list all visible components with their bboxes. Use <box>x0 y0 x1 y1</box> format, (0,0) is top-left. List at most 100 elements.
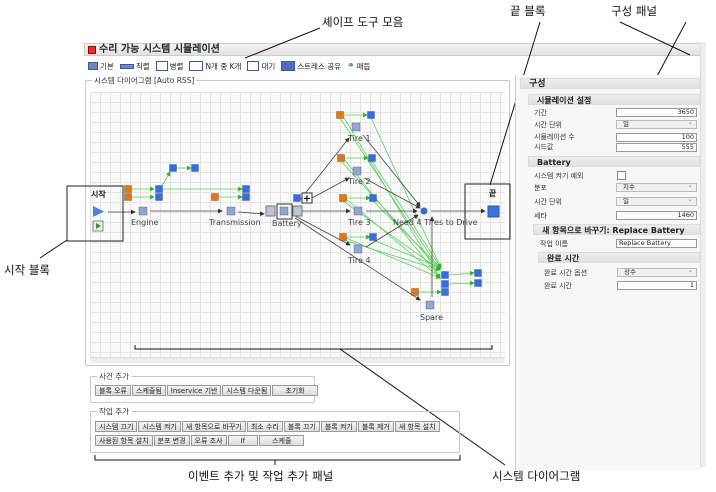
node-tire3[interactable]: Tire 3 <box>348 218 371 227</box>
tool-stress-sharing[interactable]: 스트레스 공유 <box>281 61 341 72</box>
theta-input[interactable]: 1460 <box>616 211 697 220</box>
button-actions-9[interactable]: 분포 변경 <box>153 435 190 446</box>
action-square[interactable] <box>369 194 377 202</box>
tool-parallel[interactable]: 병렬 <box>155 61 183 72</box>
block-t1[interactable] <box>351 122 361 132</box>
completion-time-input[interactable]: 1 <box>617 281 697 290</box>
action-square[interactable] <box>441 280 449 288</box>
action-square[interactable] <box>169 164 177 172</box>
action-square[interactable] <box>368 154 376 162</box>
node-tire1[interactable]: Tire 1 <box>348 134 371 143</box>
battery-in-arrow-icon[interactable] <box>265 205 276 217</box>
tool-k-out-of-n[interactable]: N개 중 K개 <box>189 61 241 72</box>
block-spare[interactable] <box>425 300 435 310</box>
battery-time-unit-select[interactable]: 일 <box>616 196 697 206</box>
block-engine[interactable] <box>138 206 148 216</box>
node-engine[interactable]: Engine <box>131 218 159 227</box>
block-t4[interactable] <box>353 244 363 254</box>
event-square[interactable] <box>124 193 132 201</box>
button-events-2[interactable]: Inservice 기반 <box>166 385 222 396</box>
button-actions-6[interactable]: 블록 제거 <box>357 421 394 432</box>
action-square[interactable] <box>155 185 163 193</box>
block-trans[interactable] <box>226 206 236 216</box>
replace-header[interactable]: 새 항목으로 바꾸기: Replace Battery <box>533 224 700 235</box>
node-tire4[interactable]: Tire 4 <box>348 256 371 265</box>
time-unit-select[interactable]: 일 <box>616 119 697 129</box>
sim-settings-header[interactable]: 시뮬레이션 설정 <box>528 94 700 105</box>
block-t2[interactable] <box>352 166 362 176</box>
button-actions-4[interactable]: 블록 끄기 <box>283 421 320 432</box>
event-square[interactable] <box>336 111 344 119</box>
tool-label: 스트레스 공유 <box>297 61 342 71</box>
node-transmission[interactable]: Transmission <box>209 218 261 227</box>
action-square[interactable] <box>242 193 250 201</box>
action-square[interactable] <box>191 164 199 172</box>
node-tire2[interactable]: Tire 2 <box>348 177 371 186</box>
action-square[interactable] <box>474 279 482 287</box>
button-events-3[interactable]: 시스템 다운됨 <box>222 385 272 396</box>
tool-label: N개 중 K개 <box>205 61 242 71</box>
end-block-icon[interactable] <box>487 205 500 218</box>
button-actions-10[interactable]: 오류 조사 <box>190 435 227 446</box>
undefined <box>363 177 421 209</box>
tool-series[interactable]: 직렬 <box>119 61 150 72</box>
action-square[interactable] <box>474 269 482 277</box>
button-events-4[interactable]: 초기화 <box>272 385 318 396</box>
action-square[interactable] <box>441 271 449 279</box>
button-actions-3[interactable]: 최소 수리 <box>246 421 283 432</box>
undefined <box>311 177 350 199</box>
duration-input[interactable]: 3650 <box>616 108 697 117</box>
diagram-horizontal-scrollbar[interactable] <box>90 357 505 363</box>
undefined <box>294 217 421 301</box>
node-spare[interactable]: Spare <box>420 313 444 322</box>
completion-header[interactable]: 완료 시간 <box>538 252 700 263</box>
action-square[interactable] <box>441 288 449 296</box>
battery-out-arrow-icon[interactable] <box>292 205 303 217</box>
button-actions-2[interactable]: 새 항목으로 바꾸기 <box>181 421 246 432</box>
event-square[interactable] <box>339 233 347 241</box>
completion-option-select[interactable]: 상수 <box>617 267 697 277</box>
button-actions-7[interactable]: 새 항목 설치 <box>394 421 440 432</box>
node-knot[interactable]: Need 4 Tires to Drive <box>393 218 478 227</box>
button-actions-5[interactable]: 블록 켜기 <box>320 421 357 432</box>
block-t3[interactable] <box>353 206 363 216</box>
seed-input[interactable]: 555 <box>616 143 697 152</box>
event-square[interactable] <box>339 194 347 202</box>
dist-select[interactable]: 지수 <box>616 182 697 192</box>
action-square[interactable] <box>155 193 163 201</box>
add-icon[interactable] <box>301 192 313 204</box>
event-square[interactable] <box>337 154 345 162</box>
action-square[interactable] <box>369 233 377 241</box>
button-actions-1[interactable]: 시스템 켜기 <box>138 421 181 432</box>
button-actions-11[interactable]: If <box>227 435 259 446</box>
button-actions-8[interactable]: 사용된 항목 설치 <box>95 435 153 446</box>
event-action-link <box>372 200 442 269</box>
tool-standby[interactable]: 대기 <box>247 61 275 72</box>
run-icon <box>96 223 101 229</box>
tool-knot[interactable]: ⚭매듭 <box>347 61 370 72</box>
window-scrollbar[interactable] <box>700 42 706 467</box>
tool-basic[interactable]: 기본 <box>88 61 114 72</box>
button-events-1[interactable]: 스케줄됨 <box>132 385 166 396</box>
event-square[interactable] <box>124 185 132 193</box>
exclude-checkbox[interactable] <box>617 171 626 180</box>
red-triangle-menu-icon[interactable] <box>88 46 96 54</box>
button-actions-0[interactable]: 시스템 끄기 <box>95 421 138 432</box>
block-battery[interactable] <box>279 206 289 216</box>
action-square[interactable] <box>367 111 375 119</box>
action-square[interactable] <box>242 185 250 193</box>
action-name-input[interactable]: Replace Battery <box>616 239 697 248</box>
start-play-icon[interactable] <box>93 206 104 217</box>
tool-label: 매듭 <box>356 61 371 71</box>
battery-header[interactable]: Battery <box>528 156 700 167</box>
config-title[interactable]: 구성 <box>520 78 700 89</box>
node-battery[interactable]: Battery <box>272 219 302 228</box>
button-events-0[interactable]: 블록 오류 <box>95 385 131 396</box>
event-square[interactable] <box>411 288 419 296</box>
knot-icon[interactable] <box>420 207 428 215</box>
event-square[interactable] <box>211 193 219 201</box>
runs-input[interactable]: 100 <box>616 133 697 142</box>
action-square[interactable] <box>293 194 301 202</box>
system-diagram-canvas[interactable] <box>90 92 505 357</box>
button-actions-12[interactable]: 스케줄 <box>259 435 305 446</box>
